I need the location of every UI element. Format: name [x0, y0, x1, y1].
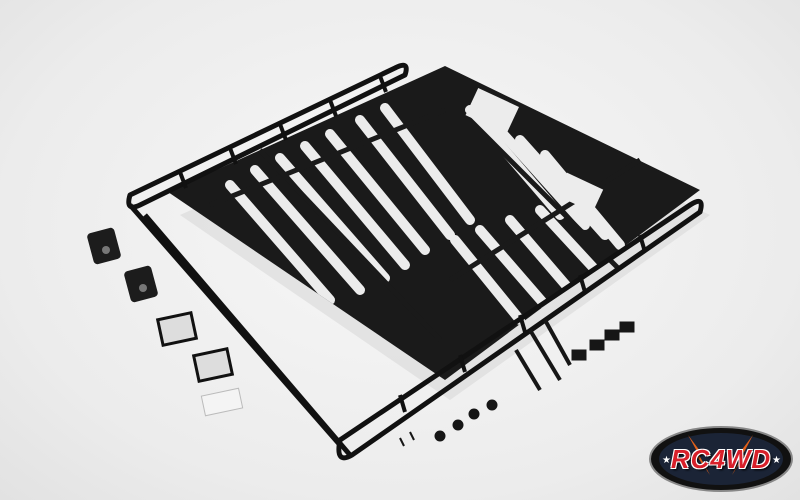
logo-badge: ★ ★ [649, 426, 793, 492]
light-covers [155, 310, 244, 417]
light-mounts [87, 227, 158, 303]
rack-rails [126, 62, 704, 461]
svg-text:★: ★ [772, 455, 781, 466]
hardware [399, 319, 635, 447]
logo-text: RC4WD [670, 443, 772, 474]
rack-plate [168, 66, 700, 380]
svg-text:★: ★ [662, 455, 671, 466]
brand-logo: ★ ★ RC4WD [648, 425, 794, 493]
